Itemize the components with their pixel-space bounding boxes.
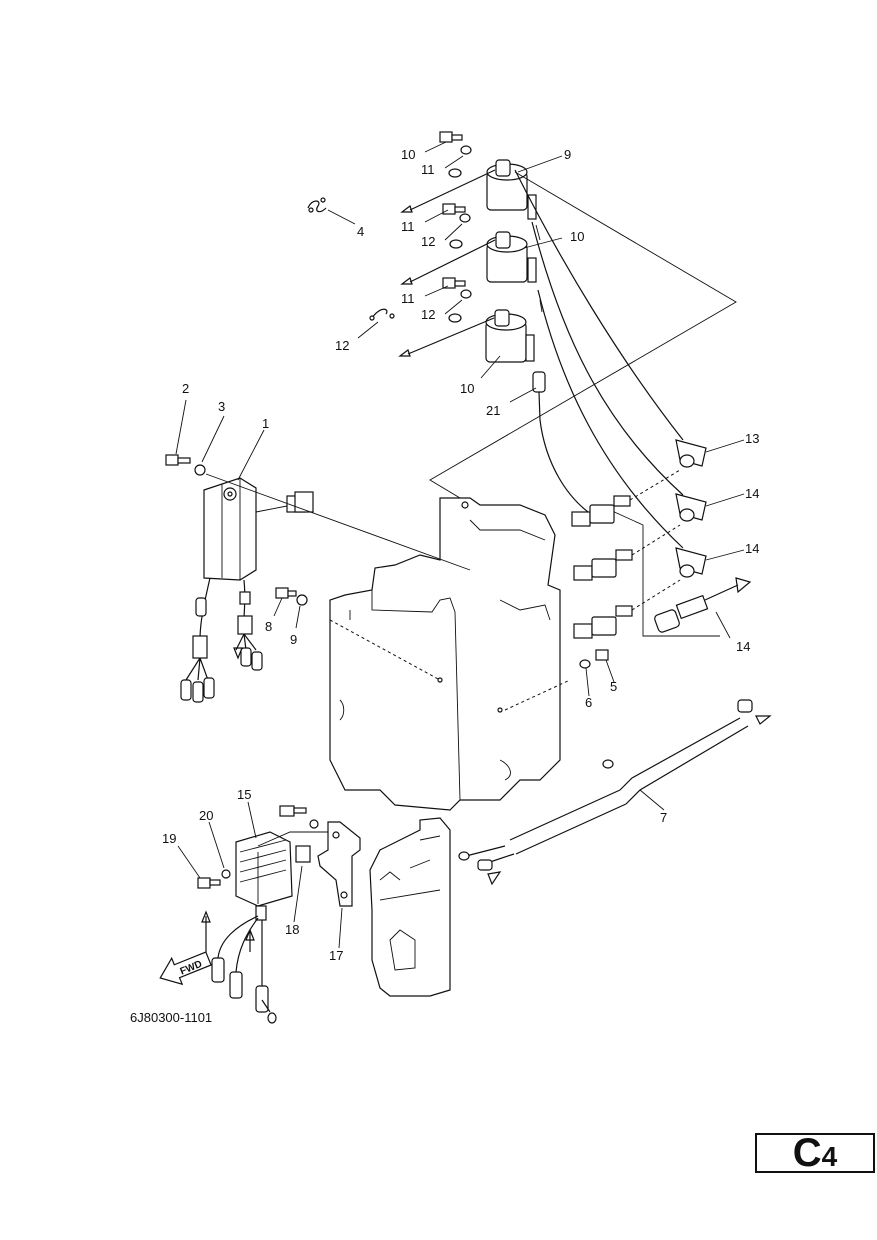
part-number-labels: 10 11 9 11 12 10 11 12 10 4 12 21 2 3 1 … — [130, 147, 759, 1025]
bolt-2 — [165, 454, 191, 466]
part-label-5: 5 — [610, 679, 617, 694]
plug-cap-14-b — [675, 493, 707, 522]
diagram-code: 6J80300-1101 — [130, 1010, 212, 1025]
washer-20 — [221, 869, 231, 879]
washer-3 — [194, 464, 206, 476]
part-label-10: 10 — [460, 381, 474, 396]
bolt-8 — [275, 587, 297, 599]
washer-12-c — [460, 289, 472, 299]
bolt-19 — [197, 877, 221, 889]
cap-18 — [295, 845, 311, 863]
part-label-14: 14 — [745, 486, 759, 501]
temperature-sensor-21 — [532, 371, 601, 521]
engine-block — [329, 497, 571, 811]
part-label-18: 18 — [285, 922, 299, 937]
part-label-2: 2 — [182, 381, 189, 396]
page-tab-letter: C — [792, 1131, 822, 1175]
ignition-coil-3 — [485, 309, 535, 363]
part-label-21: 21 — [486, 403, 500, 418]
part-label-6: 6 — [585, 695, 592, 710]
part-label-9: 9 — [290, 632, 297, 647]
battery-lead-7 — [458, 699, 772, 886]
part-label-11: 10 — [401, 147, 415, 162]
part-label-14: 14 — [745, 541, 759, 556]
plug-cap-14-c — [675, 547, 707, 578]
part-label-17: 17 — [329, 948, 343, 963]
part-label-14: 13 — [745, 431, 759, 446]
bolt-11-c — [442, 277, 466, 289]
page-tab: C 4 — [755, 1133, 875, 1173]
washer-12-b — [459, 213, 471, 223]
mount-plate — [369, 817, 451, 997]
clamp-13 — [369, 308, 395, 321]
part-label-11: 11 — [401, 291, 415, 306]
washer-6 — [579, 659, 591, 669]
part-label-1: 1 — [262, 416, 269, 431]
part-label-3: 3 — [218, 399, 225, 414]
clamp-4 — [307, 197, 327, 213]
bracket-17 — [317, 821, 361, 907]
bolt-5 — [595, 649, 609, 661]
part-label-13: 12 — [335, 338, 349, 353]
leader-lines — [175, 141, 745, 949]
page-tab-number: 4 — [821, 1141, 838, 1172]
ignition-coil-2 — [486, 231, 537, 283]
part-label-12: 12 — [421, 234, 435, 249]
part-label-4: 4 — [357, 224, 364, 239]
ignition-coil-group — [398, 131, 684, 549]
rectifier-16 — [235, 831, 293, 1000]
part-label-12: 12 — [421, 307, 435, 322]
part-label-12: 11 — [421, 162, 435, 177]
part-label-16: 15 — [237, 787, 251, 802]
spark-plug-1 — [571, 495, 631, 527]
bolt-11-b — [442, 203, 466, 215]
washer-12-a — [460, 145, 472, 155]
part-label-8: 8 — [265, 619, 272, 634]
rectifier-leads — [201, 910, 277, 1024]
part-label-15: 14 — [736, 639, 750, 654]
spark-plug-3 — [573, 605, 633, 639]
bolt-11-a — [439, 131, 463, 143]
part-label-11: 11 — [401, 219, 415, 234]
part-label-10: 9 — [564, 147, 571, 162]
sensor-15 — [654, 577, 752, 633]
part-label-10: 10 — [570, 229, 584, 244]
cdi-connectors — [180, 591, 263, 703]
cdi-unit-1 — [199, 477, 314, 641]
washer-9 — [296, 594, 308, 606]
plug-cap-14-a — [675, 439, 707, 468]
ignition-coil-1 — [486, 159, 537, 220]
part-label-20: 20 — [199, 808, 213, 823]
fwd-arrow-icon: FWD — [159, 951, 212, 986]
spark-plug-2 — [573, 549, 633, 581]
part-label-19: 19 — [162, 831, 176, 846]
part-label-7: 7 — [660, 810, 667, 825]
